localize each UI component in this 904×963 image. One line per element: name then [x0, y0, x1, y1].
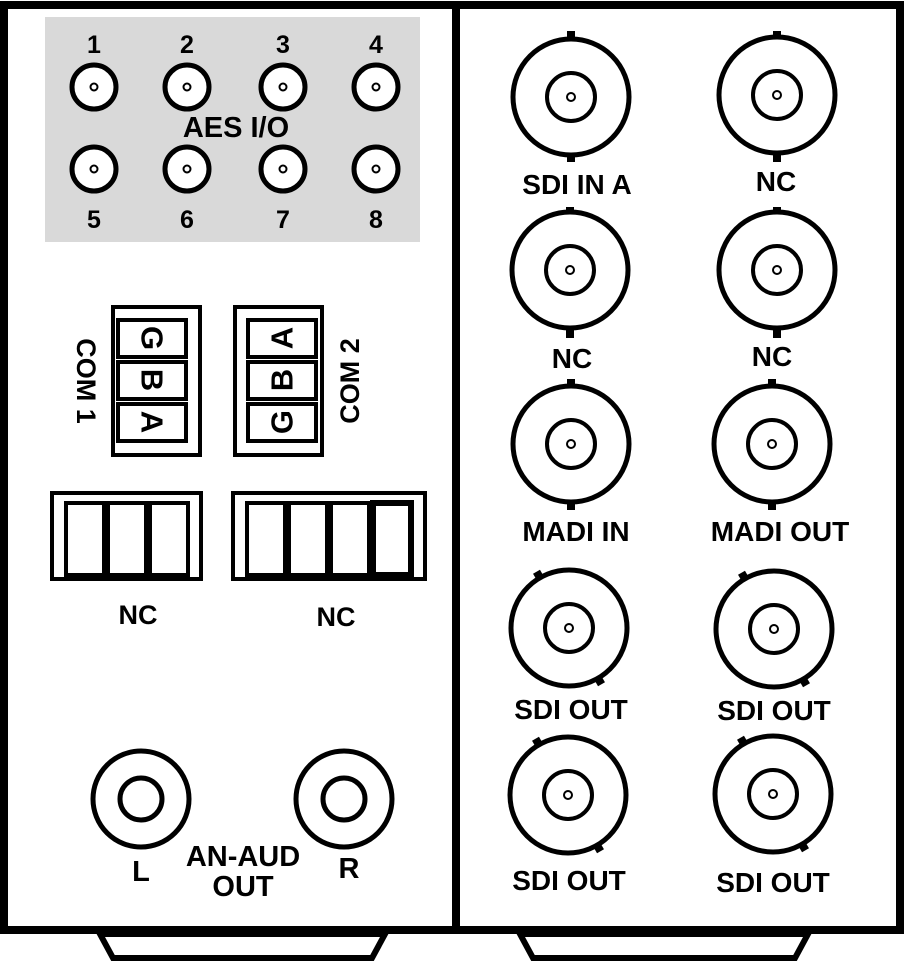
aes-number-7: 7	[276, 206, 290, 234]
bnc-connector	[716, 31, 838, 162]
aes-connector-3	[258, 62, 308, 112]
bnc-connector	[711, 379, 833, 510]
bnc-label-sdi-out-4: SDI OUT	[716, 867, 830, 898]
right-foot	[514, 931, 814, 961]
bnc-label-sdi-out-2: SDI OUT	[717, 695, 831, 726]
com1-label: COM 1	[71, 338, 101, 424]
bnc-connector	[716, 207, 838, 338]
aes-number-1: 1	[87, 31, 101, 59]
rca-left-connector	[90, 748, 192, 850]
aes-connector-5	[69, 144, 119, 194]
aes-number-6: 6	[180, 206, 194, 234]
rca-left-label: L	[132, 856, 150, 888]
bnc-label-madi-out: MADI OUT	[711, 516, 849, 547]
aes-connector-1	[69, 62, 119, 112]
bnc-label-sdi-out-3: SDI OUT	[512, 865, 626, 896]
bnc-connector	[712, 733, 834, 855]
bnc-connector	[713, 568, 835, 690]
rca-right-connector	[293, 748, 395, 850]
bnc-label-nc-2: NC	[552, 343, 592, 374]
bnc-label-madi-in: MADI IN	[522, 516, 629, 547]
com1-pin-a: A	[135, 411, 170, 433]
aes-number-8: 8	[369, 206, 383, 234]
aes-number-5: 5	[87, 206, 101, 234]
terminal-block-left-label: NC	[119, 600, 158, 630]
analog-audio-title-1: AN-AUD	[186, 841, 300, 873]
bnc-connector	[510, 379, 632, 510]
com2-pin-g: G	[265, 410, 300, 434]
aes-connector-4	[351, 62, 401, 112]
bnc-label-nc-1: NC	[756, 166, 796, 197]
aes-number-2: 2	[180, 31, 194, 59]
rca-right-label: R	[339, 853, 360, 885]
terminal-block-3pin	[50, 491, 203, 581]
bnc-label-sdi-out-1: SDI OUT	[514, 694, 628, 725]
aes-number-3: 3	[276, 31, 290, 59]
terminal-block-4pin	[231, 491, 427, 581]
com2-label: COM 2	[335, 338, 365, 424]
bnc-connector	[507, 734, 629, 856]
aes-panel	[45, 17, 420, 242]
com2-pin-b: B	[265, 369, 300, 391]
com1-terminal	[111, 305, 202, 457]
bnc-connector	[509, 207, 631, 338]
aes-connector-6	[162, 144, 212, 194]
aes-connector-2	[162, 62, 212, 112]
bnc-connector	[508, 567, 630, 689]
com1-pin-b: B	[135, 369, 170, 391]
aes-connector-8	[351, 144, 401, 194]
terminal-block-right-label: NC	[317, 602, 356, 632]
com1-pin-g: G	[135, 326, 170, 350]
com2-pin-a: A	[265, 327, 300, 349]
analog-audio-title-2: OUT	[212, 871, 274, 903]
bnc-label-nc-3: NC	[752, 341, 792, 372]
aes-title: AES I/O	[183, 112, 289, 144]
aes-connector-7	[258, 144, 308, 194]
bnc-label-sdi-in-a: SDI IN A	[522, 169, 631, 200]
left-foot	[94, 931, 391, 961]
bnc-connector	[510, 31, 632, 162]
aes-number-4: 4	[369, 31, 383, 59]
com2-terminal	[233, 305, 324, 457]
